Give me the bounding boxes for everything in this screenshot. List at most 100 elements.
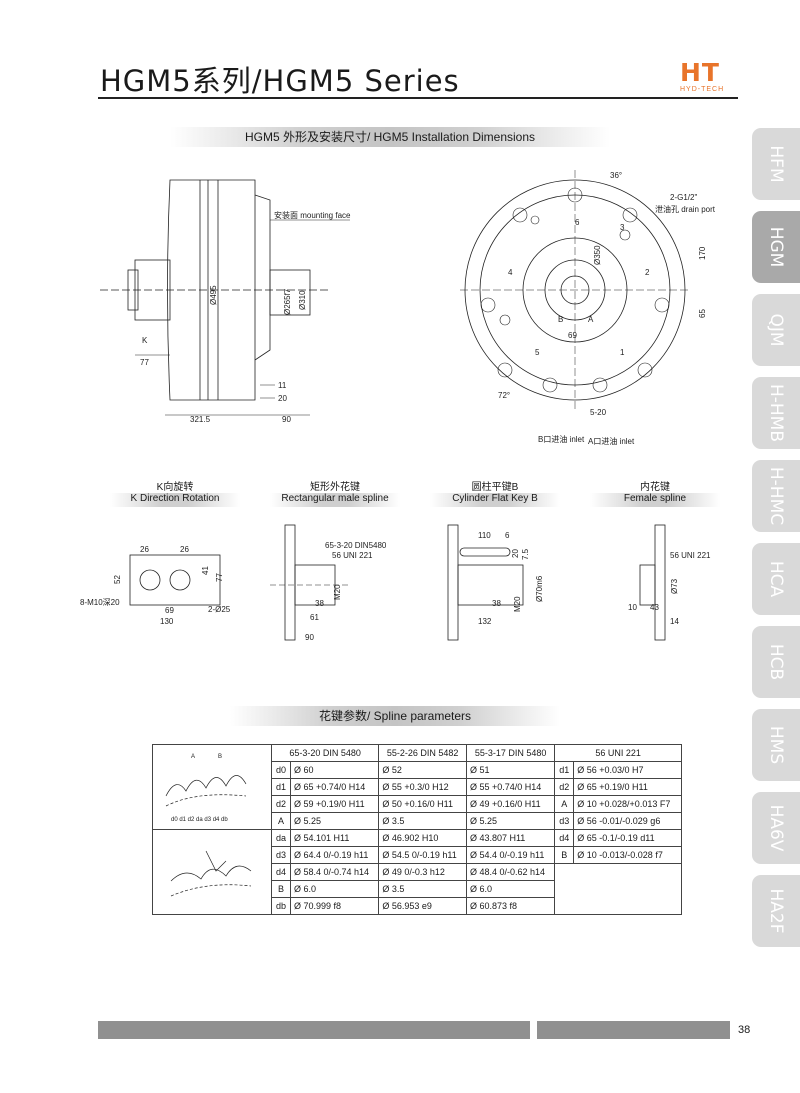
dim-d265f7: Ø265f7 — [283, 288, 292, 315]
tab-ha2f[interactable]: HA2F — [752, 875, 800, 947]
tab-hfm[interactable]: HFM — [752, 128, 800, 200]
drain-port-label: 泄油孔 drain port — [655, 204, 716, 214]
tab-hcb[interactable]: HCB — [752, 626, 800, 698]
spline-tooth-diagram-2 — [170, 850, 252, 897]
dim-26a: 26 — [140, 545, 149, 554]
side-view-drawing: 安装面 mounting face Ø495 Ø265f7 Ø310 K 77 … — [100, 179, 351, 424]
dim-38: 38 — [315, 599, 324, 608]
title-rule — [98, 97, 738, 99]
product-side-tabs: HFM HGM QJM H-HMB H-HMC HCA HCB HMS HA6V… — [748, 128, 800, 958]
dim-52: 52 — [113, 575, 122, 584]
table-row: d1 Ø 65 +0.74/0 H14 Ø 55 +0.3/0 H12 Ø 55… — [153, 778, 682, 796]
brand-logo: HT HYD-TECH — [680, 60, 740, 94]
svg-text:d0 d1 d2 da d3 d4 db: d0 d1 d2 da d3 d4 db — [171, 817, 228, 823]
dim-d310: Ø310 — [298, 290, 307, 310]
rect-spline-drawing: 65-3-20 DIN5480 56 UNI 221 M20 38 61 90 — [270, 524, 387, 642]
tab-hms[interactable]: HMS — [752, 709, 800, 781]
dim-38: 38 — [492, 599, 501, 608]
female-spline-drawing: 56 UNI 221 Ø73 10 43 14 — [628, 524, 711, 641]
marker-3: 3 — [620, 223, 625, 232]
dim-77: 77 — [140, 358, 149, 367]
page-title: HGM5系列/HGM5 Series — [100, 64, 460, 98]
dim-d73: Ø73 — [670, 578, 679, 594]
tab-qjm[interactable]: QJM — [752, 294, 800, 366]
marker-4: 4 — [508, 268, 513, 277]
marker-5: 5 — [535, 348, 540, 357]
spline-section-header: 花键参数/ Spline parameters — [230, 706, 560, 726]
dim-26b: 26 — [180, 545, 189, 554]
rect-spline-header: 矩形外花键 Rectangular male spline — [270, 482, 400, 507]
a-inlet-label: A口进油 inlet — [588, 436, 635, 446]
spline-tooth-diagram-1: A B d0 d1 d2 da d3 d4 db — [165, 754, 247, 823]
mounting-face-label: 安装面 mounting face — [274, 210, 351, 220]
dim-5-20: 5-20 — [590, 408, 607, 417]
dim-130: 130 — [160, 617, 174, 626]
marker-2: 2 — [645, 268, 650, 277]
b-inlet-label: B口进油 inlet — [538, 434, 585, 444]
thread-label: 8-M10深20 — [80, 598, 120, 607]
dim-d495: Ø495 — [209, 285, 218, 305]
holes-label: 2-Ø25 — [208, 605, 231, 614]
marker-6: 6 — [575, 218, 580, 227]
tab-h-hmc[interactable]: H-HMC — [752, 460, 800, 532]
dim-77: 77 — [215, 573, 224, 582]
port-a: A — [588, 315, 594, 324]
dim-d70m6: Ø70m6 — [535, 575, 544, 602]
tab-h-hmb[interactable]: H-HMB — [752, 377, 800, 449]
spec-2: 56 UNI 221 — [332, 551, 373, 560]
dim-11: 11 — [278, 381, 287, 390]
angle-36: 36° — [610, 171, 622, 180]
dim-6: 6 — [505, 531, 510, 540]
footer-bar-left — [98, 1021, 530, 1039]
k-view-header: K向旋转 K Direction Rotation — [110, 482, 240, 507]
spline-diagram-1: A B d0 d1 d2 da d3 d4 db — [152, 744, 272, 830]
spec-1: 65-3-20 DIN5480 — [325, 541, 387, 550]
spec: 56 UNI 221 — [670, 551, 711, 560]
dim-170: 170 — [698, 246, 707, 260]
table-row: d2 Ø 59 +0.19/0 H11 Ø 50 +0.16/0 H11 Ø 4… — [153, 795, 682, 813]
k-view-drawing: 26 26 52 41 77 8-M10深20 69 130 2-Ø25 — [80, 545, 231, 626]
footer-bar-right — [537, 1021, 730, 1039]
dim-110: 110 — [478, 531, 491, 540]
page-number: 38 — [738, 1024, 751, 1036]
spline-parameters-table: A B d0 d1 d2 da d3 d4 db 65-3-20 DIN 548… — [152, 744, 682, 915]
port-b: B — [558, 315, 563, 324]
table-row: db Ø 70.999 f8 Ø 56.953 e9 Ø 60.873 f8 — [153, 897, 682, 915]
installation-section-header: HGM5 外形及安装尺寸/ HGM5 Installation Dimensio… — [170, 127, 610, 147]
tab-ha6v[interactable]: HA6V — [752, 792, 800, 864]
svg-text:B: B — [218, 754, 222, 760]
tab-hgm[interactable]: HGM — [752, 211, 800, 283]
dim-61: 61 — [310, 613, 319, 622]
spline-diagram-2 — [152, 829, 272, 915]
svg-text:A: A — [191, 754, 195, 760]
flat-key-drawing: 110 6 20 7.5 Ø70m6 M20 38 132 — [447, 524, 544, 641]
dim-321-5: 321.5 — [190, 415, 211, 424]
dim-d350: Ø350 — [593, 245, 602, 265]
dim-20: 20 — [511, 549, 520, 558]
angle-72: 72° — [498, 391, 510, 400]
dim-132: 132 — [478, 617, 492, 626]
dim-90: 90 — [282, 415, 291, 424]
logo-sub: HYD-TECH — [680, 86, 725, 93]
flat-key-header: 圆柱平键B Cylinder Flat Key B — [430, 482, 560, 507]
dim-43: 43 — [650, 603, 659, 612]
dim-65: 65 — [698, 309, 707, 318]
table-row: d3 Ø 64.4 0/-0.19 h11 Ø 54.5 0/-0.19 h11… — [153, 846, 682, 864]
tab-hca[interactable]: HCA — [752, 543, 800, 615]
marker-1: 1 — [620, 348, 625, 357]
dim-69: 69 — [165, 606, 174, 615]
table-row: A Ø 5.25 Ø 3.5 Ø 5.25 d3 Ø 56 -0.01/-0.0… — [153, 812, 682, 830]
table-header-row: A B d0 d1 d2 da d3 d4 db 65-3-20 DIN 548… — [152, 744, 682, 830]
dim-7-5: 7.5 — [521, 548, 530, 560]
dim-41: 41 — [201, 566, 210, 575]
dim-90: 90 — [305, 633, 314, 642]
dim-m20: M20 — [333, 584, 342, 600]
dim-69: 69 — [568, 331, 577, 340]
dim-k: K — [142, 336, 148, 345]
dim-20: 20 — [278, 394, 287, 403]
g-port-label: 2-G1/2" — [670, 193, 697, 202]
dim-m20: M20 — [513, 596, 522, 612]
female-spline-header: 内花键 Female spline — [590, 482, 720, 507]
logo-mark: HT — [680, 58, 720, 87]
table-row: da Ø 54.101 H11 Ø 46.902 H10 Ø 43.807 H1… — [152, 829, 682, 915]
